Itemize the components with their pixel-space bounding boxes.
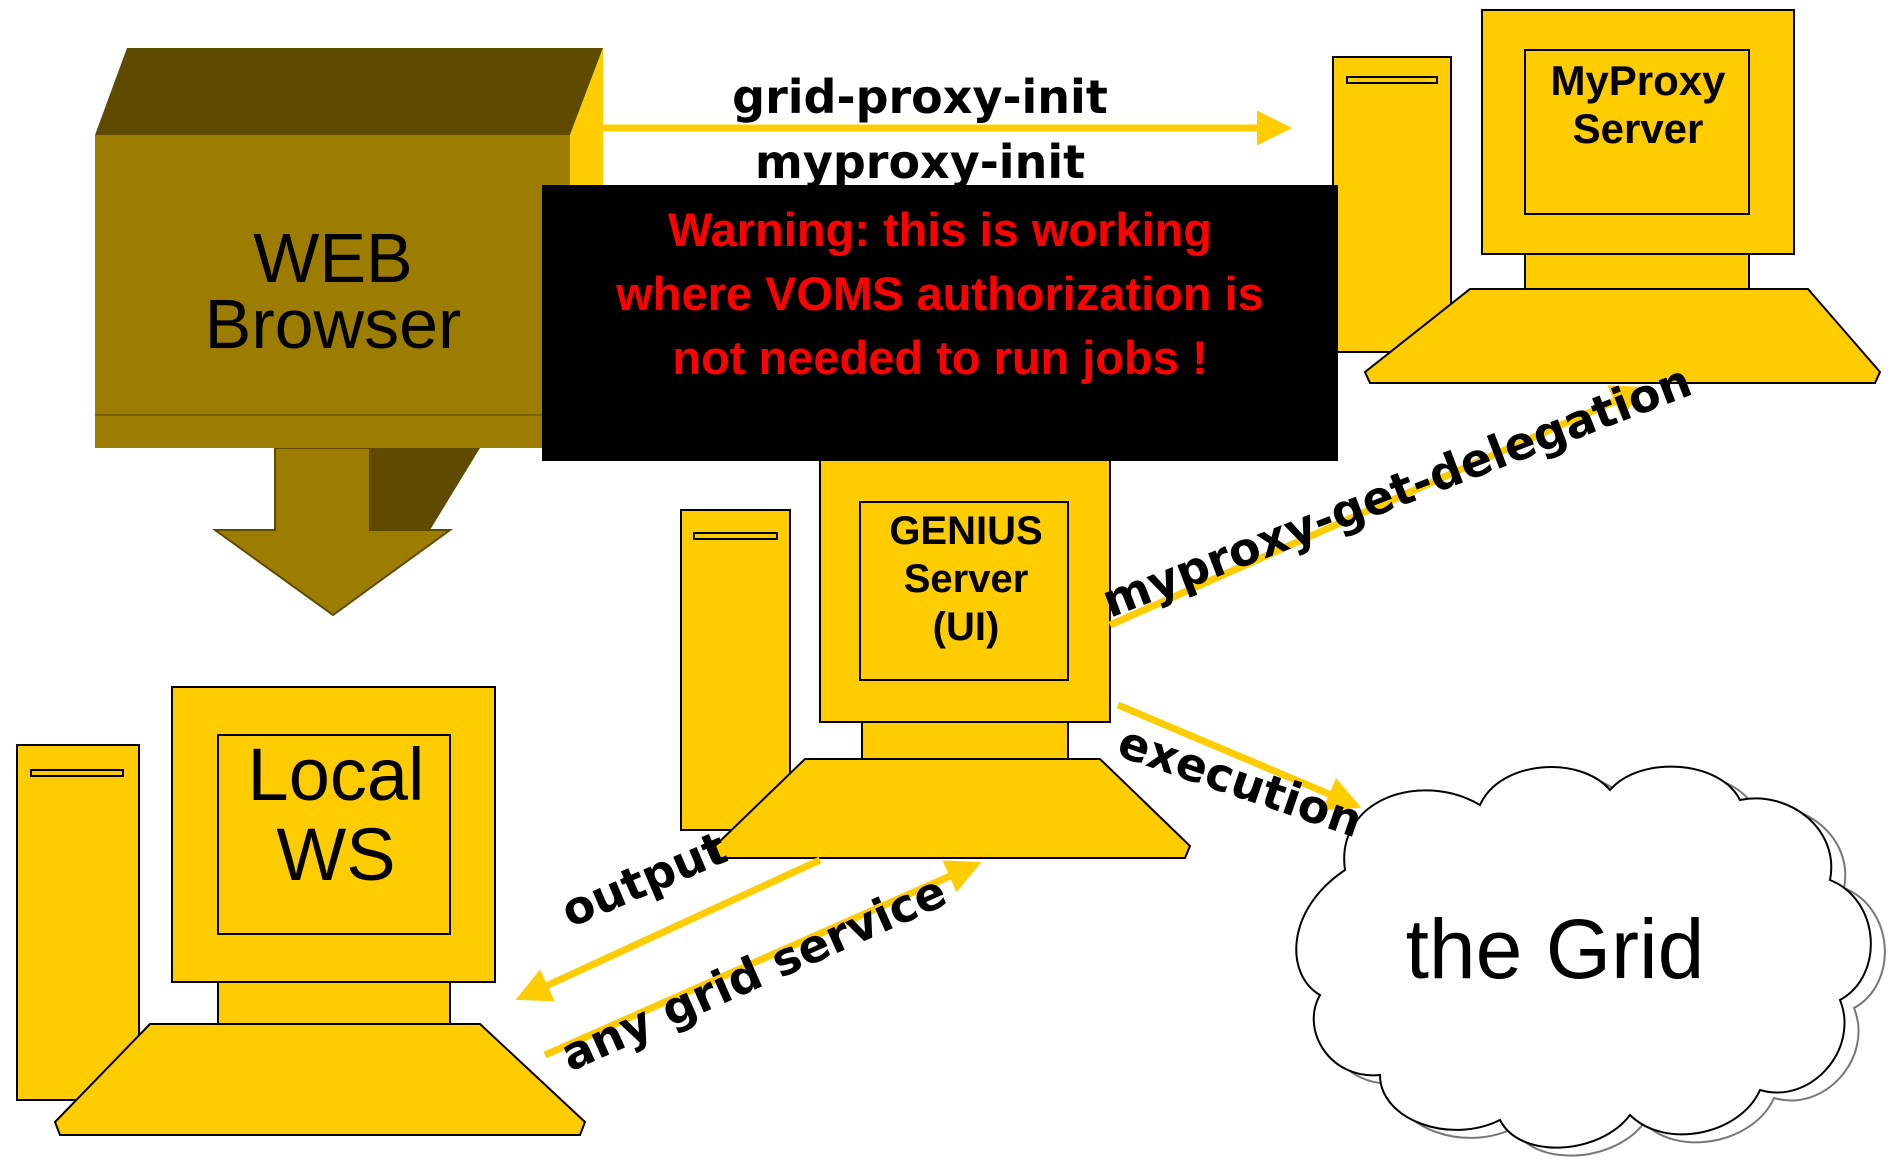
browser-label-line1: WEB — [253, 219, 412, 297]
warning-box: Warning: this is working where VOMS auth… — [542, 185, 1338, 461]
browser-label-line2: Browser — [205, 285, 462, 363]
genius-screen — [859, 501, 1069, 681]
warning-line3: not needed to run jobs ! — [672, 331, 1207, 384]
genius-keyboard — [713, 758, 1192, 859]
arrow-execution — [1116, 701, 1362, 811]
genius-server-node: GENIUS Server (UI) — [680, 439, 1192, 859]
local-label-line2: WS — [276, 813, 395, 896]
label-grid-proxy-init: grid-proxy-init — [732, 70, 1108, 124]
browser-box-top — [95, 48, 603, 135]
label-output: output — [553, 820, 734, 938]
genius-tower — [680, 509, 791, 831]
grid-cloud-node: the Grid — [1295, 765, 1886, 1157]
myproxy-tower — [1332, 56, 1452, 353]
arrow-output — [515, 856, 822, 1002]
browser-arrow-shadow — [370, 448, 480, 530]
local-keyboard — [53, 1023, 587, 1136]
myproxy-label-line2: Server — [1573, 105, 1704, 152]
myproxy-keyboard — [1363, 288, 1882, 384]
arrows — [515, 110, 1647, 1059]
warning-line2: where VOMS authorization is — [615, 267, 1264, 320]
arrow-any-grid-service — [543, 860, 982, 1059]
warning-background — [542, 185, 1338, 461]
genius-label-line1: GENIUS — [889, 509, 1042, 553]
cloud-shape — [1295, 765, 1872, 1149]
grid-label: the Grid — [1406, 902, 1705, 996]
myproxy-server-node: MyProxy Server — [1332, 9, 1882, 384]
local-label-line1: Local — [248, 733, 425, 816]
warning-line1: Warning: this is working — [668, 203, 1212, 256]
web-browser-node: WEB Browser — [95, 48, 603, 617]
local-ws-node: Local WS — [16, 686, 587, 1136]
browser-box-front — [95, 135, 570, 448]
local-tower — [16, 744, 140, 1101]
myproxy-label-line1: MyProxy — [1550, 57, 1726, 104]
local-screen — [217, 734, 451, 935]
myproxy-screen — [1524, 49, 1750, 215]
genius-label-line2: Server — [904, 557, 1029, 601]
label-myproxy-init: myproxy-init — [755, 135, 1085, 189]
genius-label-line3: (UI) — [933, 605, 1000, 649]
arrow-delegation — [1108, 385, 1647, 629]
